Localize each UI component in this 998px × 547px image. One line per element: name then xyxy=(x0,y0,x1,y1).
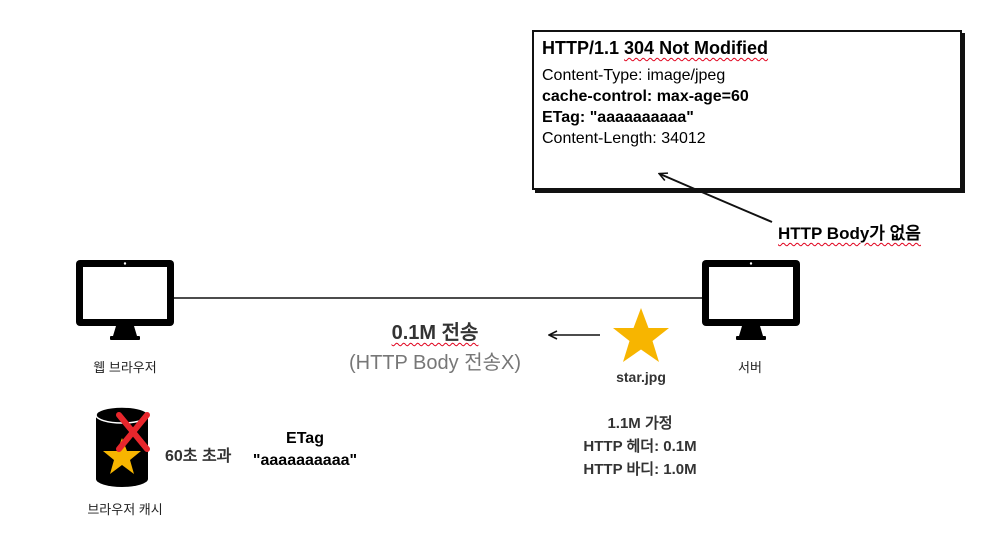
server-monitor-icon xyxy=(702,260,800,340)
status-line: HTTP/1.1 304 Not Modified xyxy=(542,38,768,58)
cache-etag-title: ETag xyxy=(286,430,324,447)
browser-monitor-icon xyxy=(76,260,174,340)
http-response-box: HTTP/1.1 304 Not Modified Content-Type: … xyxy=(532,30,962,190)
star-icon xyxy=(613,308,669,362)
header-etag: ETag: "aaaaaaaaaa" xyxy=(542,109,694,126)
cache-database-icon xyxy=(95,406,150,487)
cache-label: 브라우저 캐시 xyxy=(87,502,163,517)
transfer-subtitle: (HTTP Body 전송X) xyxy=(348,352,521,374)
status-code: 304 Not Modified xyxy=(624,38,769,58)
browser-label: 웹 브라우저 xyxy=(93,360,157,375)
cache-expired-label: 60초 초과 xyxy=(165,448,232,465)
server-label: 서버 xyxy=(738,360,762,375)
expired-cross-icon xyxy=(116,412,150,452)
transfer-title-text: 0.1M 전송 xyxy=(391,322,479,344)
assumption-total: 1.1M 가정 xyxy=(607,415,673,432)
header-content-type: Content-Type: image/jpeg xyxy=(542,67,726,84)
status-prefix: HTTP/1.1 xyxy=(542,38,625,58)
file-name: star.jpg xyxy=(616,369,666,385)
no-body-note: HTTP Body가 없음 xyxy=(778,224,921,243)
transfer-title: 0.1M 전송 xyxy=(330,316,540,345)
assumption-body: HTTP 바디: 1.0M xyxy=(583,461,697,478)
header-cache-control: cache-control: max-age=60 xyxy=(542,88,749,105)
cache-etag-value: "aaaaaaaaaa" xyxy=(252,452,358,469)
note-arrow xyxy=(660,174,773,223)
header-content-length: Content-Length: 34012 xyxy=(542,130,706,147)
assumption-header: HTTP 헤더: 0.1M xyxy=(583,438,697,455)
